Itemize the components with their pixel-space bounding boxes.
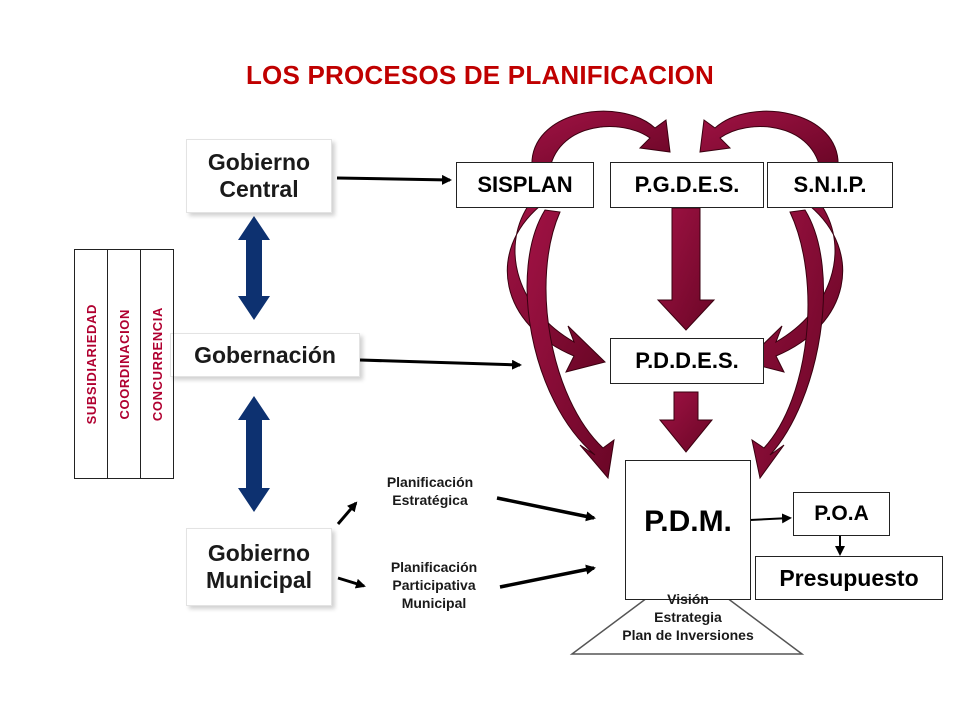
pgdes-box: P.G.D.E.S. (610, 162, 764, 208)
block-arrow-pddes-to-pdm (658, 391, 714, 453)
double-arrow-gobernacion-municipal (238, 396, 270, 512)
pdm-label: P.D.M. (644, 505, 732, 538)
pdm-box (625, 460, 751, 600)
pddes-box: P.D.D.E.S. (610, 338, 764, 384)
arrow-central-to-sisplan (336, 174, 452, 185)
arrow-strategic-to-pdm (496, 496, 596, 522)
arrow-participative-to-pdm (499, 564, 596, 589)
participative-planning-label: Planificación Participativa Municipal (390, 559, 478, 611)
snip-box: S.N.I.P. (767, 162, 893, 208)
principle-coordinacion: COORDINACION (108, 250, 141, 478)
gobierno-central-label: Gobierno Central (207, 149, 311, 202)
presupuesto-box: Presupuesto (755, 556, 943, 600)
principle-concurrencia: CONCURRENCIA (149, 306, 165, 422)
arrow-municipal-to-participative (337, 576, 366, 589)
gobernacion-label: Gobernación (194, 341, 336, 368)
gobierno-central-box: Gobierno Central (186, 139, 332, 213)
strategic-planning-label: Planificación Estratégica (386, 474, 474, 508)
pdm-label-wrap: P.D.M. (625, 505, 751, 539)
gobierno-municipal-label: Gobierno Municipal (205, 540, 313, 593)
pdm-contents-text: Visión Estrategia Plan de Inversiones (622, 591, 754, 643)
arrow-municipal-to-strategic (336, 501, 358, 525)
curve-arrow-sisplan-to-pddes (507, 205, 606, 373)
block-arrow-pgdes-to-pddes (656, 207, 716, 331)
principle-subsidiariedad: SUBSIDIARIEDAD (75, 250, 108, 478)
principles-box: SUBSIDIARIEDAD COORDINACION CONCURRENCIA (74, 249, 174, 479)
gobernacion-box: Gobernación (170, 333, 360, 377)
curve-arrow-snip-to-pgdes (699, 110, 839, 169)
curve-arrow-sisplan-to-pgdes (531, 110, 671, 169)
page-title: LOS PROCESOS DE PLANIFICACION (245, 60, 715, 90)
arrow-gobernacion-to-pddes (359, 358, 522, 370)
curve-arrow-sisplan-to-pdm (526, 209, 615, 480)
gobierno-municipal-box: Gobierno Municipal (186, 528, 332, 606)
arrow-pdm-to-poa (749, 513, 792, 524)
sisplan-box: SISPLAN (456, 162, 594, 208)
poa-box: P.O.A (793, 492, 890, 536)
double-arrow-central-gobernacion (238, 216, 270, 320)
